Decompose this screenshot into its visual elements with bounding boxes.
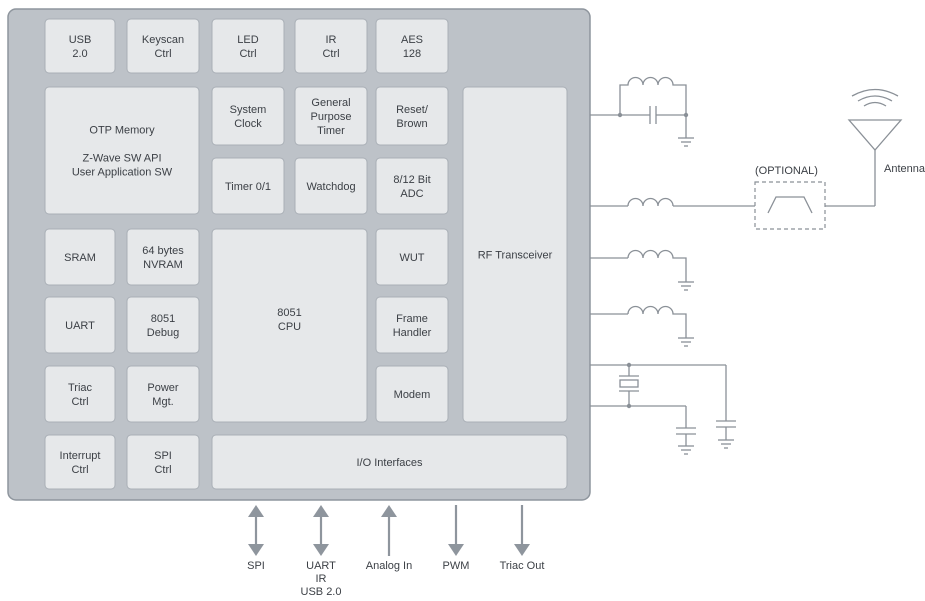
block-label: USB [69,34,92,46]
io-pin-label: SPI [247,560,265,572]
block-label: 2.0 [72,48,87,60]
block-label: Modem [394,389,431,401]
block-label: Ctrl [154,48,171,60]
block-timer01: Timer 0/1 [211,157,285,215]
block-spi-ctrl: SPI Ctrl [126,434,200,490]
block-label: Timer 0/1 [225,181,271,193]
block-label: SPI [154,450,172,462]
block-label: 64 bytes [142,245,184,257]
block-label: WUT [399,252,424,264]
block-label: Ctrl [71,464,88,476]
arrow-head-icon [248,544,264,556]
arrow-head-icon [313,505,329,517]
arrow-head-icon [313,544,329,556]
crystal-icon [619,379,639,388]
block-label: Timer [317,125,345,137]
arrow-head-icon [381,505,397,517]
block-aes: AES 128 [375,18,449,74]
io-pin-label: USB 2.0 [301,586,342,598]
block-label: Power [147,382,179,394]
block-label: IR [326,34,337,46]
io-pin: Triac Out [500,505,545,572]
block-label: Ctrl [239,48,256,60]
block-label: OTP Memory [89,125,155,137]
block-label: Z-Wave SW API [82,153,161,165]
block-label: Clock [234,118,262,130]
arrow-head-icon [514,544,530,556]
optional-label: (OPTIONAL) [755,165,818,177]
block-modem: Modem [375,365,449,423]
block-label: 128 [403,48,421,60]
antenna-icon [847,119,903,151]
io-pin-label: Analog In [366,560,412,572]
block-label: General [311,97,350,109]
block-label: CPU [278,321,301,333]
io-pin-label: PWM [443,560,470,572]
io-pin-label: Triac Out [500,560,545,572]
block-label: Watchdog [306,181,355,193]
block-sram: SRAM [44,228,116,286]
block-label: Debug [147,327,179,339]
block-label: AES [401,34,423,46]
io-pin: SPI [247,505,265,572]
block-label: User Application SW [72,167,173,179]
optional-filter-box [754,181,826,230]
io-pin-label: UART [306,560,336,572]
block-label: NVRAM [143,259,183,271]
block-uart: UART [44,296,116,354]
rf-external-circuit [590,76,903,455]
block-label: 8/12 Bit [393,174,430,186]
block-watchdog: Watchdog [294,157,368,215]
block-ir: IR Ctrl [294,18,368,74]
block-label: SRAM [64,252,96,264]
block-label: Purpose [311,111,352,123]
block-label: Reset/ [396,104,429,116]
block-wut: WUT [375,228,449,286]
block-led: LED Ctrl [211,18,285,74]
block-io: I/O Interfaces [211,434,568,490]
block-label: ADC [400,188,423,200]
block-label: 8051 [151,313,175,325]
block-rf: RF Transceiver [462,86,568,423]
block-label: Keyscan [142,34,184,46]
block-label: System [230,104,267,116]
io-pin-label: IR [316,573,327,585]
block-label: Ctrl [154,464,171,476]
block-usb: USB 2.0 [44,18,116,74]
block-label: LED [237,34,258,46]
block-label: Ctrl [322,48,339,60]
arrow-head-icon [248,505,264,517]
block-label: Interrupt [60,450,101,462]
block-label: Mgt. [152,396,173,408]
block-label: Brown [396,118,427,130]
block-label: Triac [68,382,93,394]
block-reset: Reset/Brown [375,86,449,146]
arrow-head-icon [448,544,464,556]
block-label: RF Transceiver [478,250,553,262]
block-label: Frame [396,313,428,325]
block-label: UART [65,320,95,332]
antenna-label: Antenna [884,163,925,175]
io-pin: Analog In [366,505,412,572]
block-label: I/O Interfaces [356,457,423,469]
block-label: 8051 [277,307,301,319]
block-label: Handler [393,327,432,339]
io-pin: PWM [443,505,470,572]
block-label: Ctrl [71,396,88,408]
